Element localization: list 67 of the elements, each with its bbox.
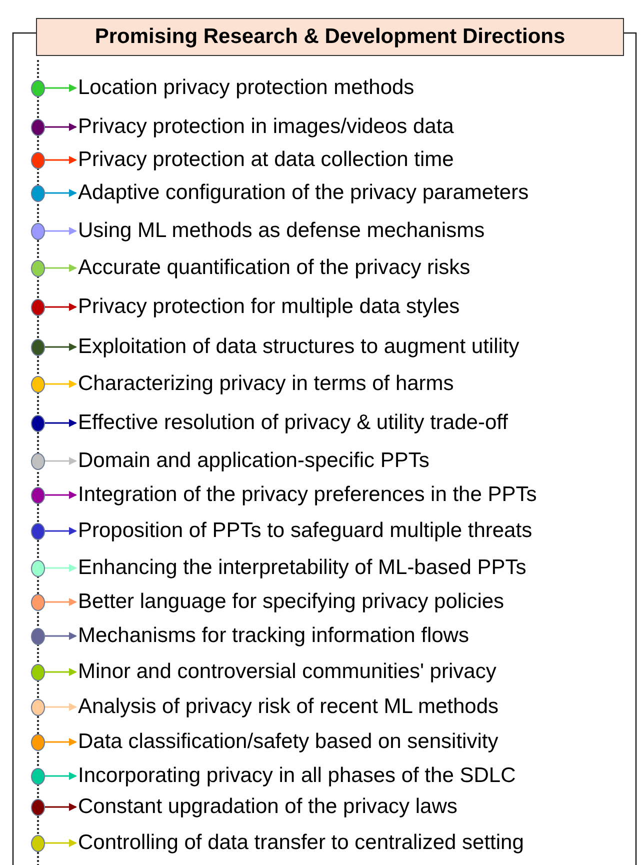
bullet-dot bbox=[31, 184, 45, 202]
bullet-dot bbox=[31, 522, 45, 540]
bullet-dot bbox=[31, 834, 45, 852]
arrow bbox=[45, 156, 77, 164]
direction-text: Mechanisms for tracking information flows bbox=[78, 623, 469, 649]
bullet-dot bbox=[31, 798, 45, 816]
arrow bbox=[45, 343, 77, 351]
bullet-dot bbox=[31, 768, 45, 784]
direction-text: Privacy protection for multiple data styles bbox=[78, 294, 460, 320]
bullet-dot bbox=[31, 414, 45, 432]
arrow bbox=[45, 419, 77, 427]
arrow bbox=[45, 668, 77, 676]
bullet-dot bbox=[31, 594, 45, 610]
direction-text: Better language for specifying privacy policies bbox=[78, 589, 504, 615]
bullet-dot bbox=[31, 486, 45, 504]
title-box: Promising Research & Development Directions bbox=[36, 18, 624, 56]
arrow bbox=[45, 632, 77, 640]
direction-text: Analysis of privacy risk of recent ML methods bbox=[78, 694, 499, 720]
arrow bbox=[45, 839, 77, 847]
arrow bbox=[45, 738, 77, 746]
direction-text: Controlling of data transfer to centralized setting bbox=[78, 830, 524, 856]
direction-text: Effective resolution of privacy & utility trade-off bbox=[78, 410, 508, 436]
direction-text: Location privacy protection methods bbox=[78, 75, 414, 101]
arrow bbox=[45, 189, 77, 197]
direction-text: Integration of the privacy preferences in the PPTs bbox=[78, 482, 537, 508]
arrow bbox=[45, 264, 77, 272]
bullet-dot bbox=[31, 376, 45, 392]
direction-text: Incorporating privacy in all phases of the SDLC bbox=[78, 763, 516, 789]
bullet-dot bbox=[31, 338, 45, 356]
direction-text: Accurate quantification of the privacy risks bbox=[78, 255, 470, 281]
bullet-dot bbox=[31, 698, 45, 716]
arrow bbox=[45, 380, 77, 388]
arrow bbox=[45, 772, 77, 780]
arrow bbox=[45, 598, 77, 606]
bullet-dot bbox=[31, 152, 45, 168]
direction-text: Privacy protection at data collection time bbox=[78, 147, 454, 173]
bullet-dot bbox=[31, 298, 45, 316]
direction-text: Privacy protection in images/videos data bbox=[78, 114, 454, 140]
direction-text: Domain and application-specific PPTs bbox=[78, 448, 430, 474]
arrow bbox=[45, 84, 77, 92]
bullet-dot bbox=[31, 260, 45, 276]
bullet-dot bbox=[31, 734, 45, 750]
direction-text: Adaptive configuration of the privacy parameters bbox=[78, 180, 529, 206]
arrow bbox=[45, 303, 77, 311]
arrow bbox=[45, 703, 77, 711]
bullet-dot bbox=[31, 664, 45, 680]
arrow bbox=[45, 564, 77, 572]
arrow bbox=[45, 803, 77, 811]
arrow bbox=[45, 123, 77, 131]
bullet-dot bbox=[31, 628, 45, 644]
arrow bbox=[45, 227, 77, 235]
direction-text: Using ML methods as defense mechanisms bbox=[78, 218, 485, 244]
bullet-dot bbox=[31, 222, 45, 240]
arrow bbox=[45, 527, 77, 535]
bullet-dot bbox=[31, 560, 45, 576]
bullet-dot bbox=[31, 80, 45, 96]
direction-text: Exploitation of data structures to augment utility bbox=[78, 334, 520, 360]
direction-text: Constant upgradation of the privacy laws bbox=[78, 794, 458, 820]
arrow bbox=[45, 491, 77, 499]
direction-text: Characterizing privacy in terms of harms bbox=[78, 371, 454, 397]
direction-text: Proposition of PPTs to safeguard multiple threats bbox=[78, 518, 532, 544]
bullet-dot bbox=[31, 452, 45, 470]
arrow bbox=[45, 457, 77, 465]
direction-text: Enhancing the interpretability of ML-based PPTs bbox=[78, 555, 526, 581]
direction-text: Data classification/safety based on sensitivity bbox=[78, 729, 498, 755]
bullet-dot bbox=[31, 118, 45, 136]
direction-text: Minor and controversial communities' privacy bbox=[78, 659, 496, 685]
